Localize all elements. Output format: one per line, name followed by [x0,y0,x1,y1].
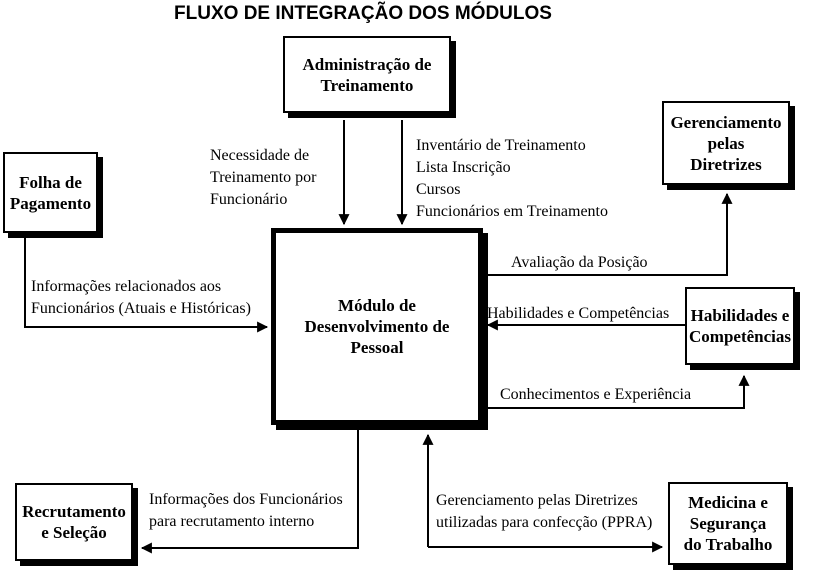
edge-modulo-to-gerenciamento [482,192,733,276]
label-inventario-treinamento: Inventário de Treinamento Lista Inscriçã… [416,137,608,220]
node-administracao-treinamento: Administração de Treinamento [283,36,451,113]
label-informacoes-recrutamento: Informações dos Funcionários para recrut… [149,491,343,530]
edge-modulo-to-habilidades [482,374,750,409]
edge-modulo-to-recrutamento [140,429,359,554]
label-gerenciamento-ppra: Gerenciamento pelas Diretrizes utilizada… [436,492,653,531]
label-conhecimentos-experiencia: Conhecimentos e Experiência [500,386,692,403]
diagram-title: FLUXO DE INTEGRAÇÃO DOS MÓDULOS [174,3,552,24]
edge-folha-to-modulo [24,236,269,333]
node-habilidades-competencias: Habilidades e Competências [685,287,795,365]
node-gerenciamento-diretrizes: Gerenciamento pelas Diretrizes [662,101,790,185]
label-necessidade-treinamento: Necessidade de Treinamento por Funcionár… [210,147,317,208]
node-modulo-desenvolvimento-pessoal: Módulo de Desenvolvimento de Pessoal [271,228,483,425]
label-avaliacao-posicao: Avaliação da Posição [511,254,648,271]
node-recrutamento-selecao: Recrutamento e Seleção [15,483,133,561]
node-medicina-seguranca-trabalho: Medicina e Segurança do Trabalho [668,482,788,565]
node-folha-pagamento: Folha de Pagamento [3,152,98,233]
label-informacoes-funcionarios: Informações relacionados aos Funcionário… [31,278,251,317]
label-habilidades-competencias: Habilidades e Competências [487,305,670,322]
